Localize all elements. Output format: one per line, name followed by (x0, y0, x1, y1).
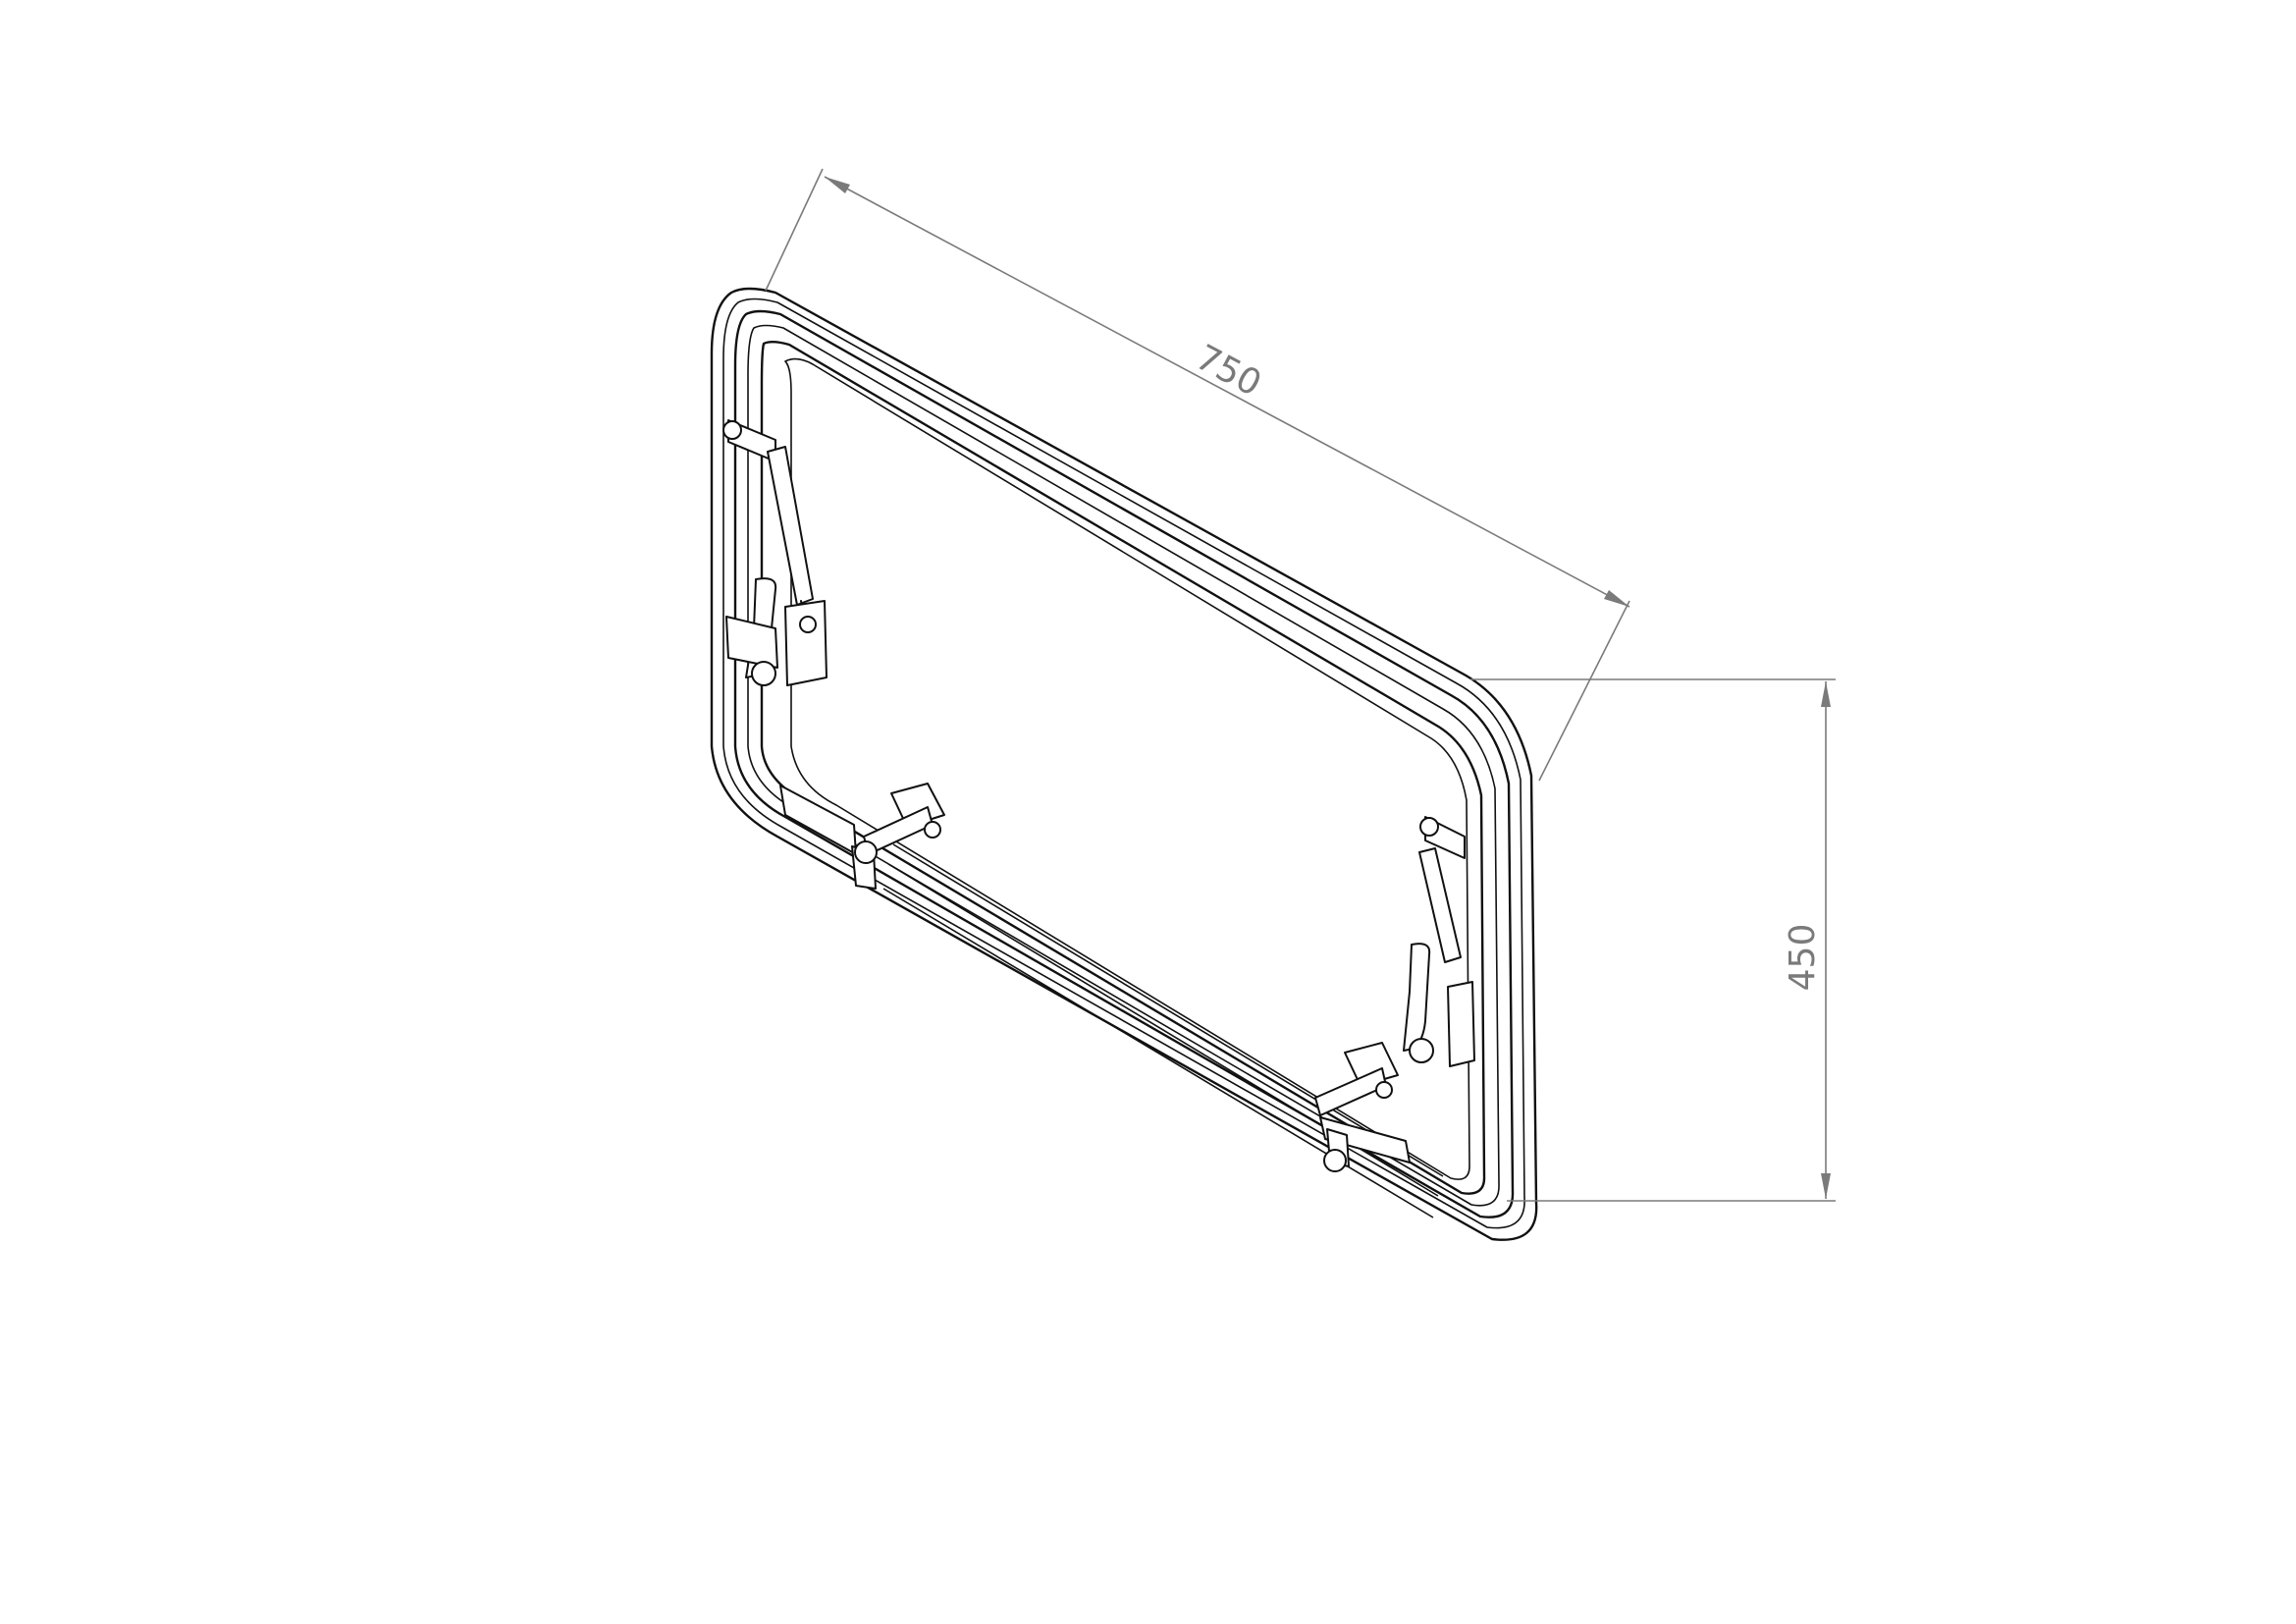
width-dimension-label: 750 (1189, 338, 1267, 405)
bottom-right-hinge-screw (1375, 1081, 1393, 1099)
height-dimension: 450 (1470, 678, 1836, 1202)
frame-outline-3 (733, 309, 1515, 1218)
height-arrow-top (1821, 681, 1831, 707)
glass-opening (784, 357, 1470, 1180)
width-extension-line-left (765, 168, 824, 292)
height-arrow-bottom (1821, 1173, 1831, 1199)
right-latch-plate (1447, 981, 1475, 1067)
frame-outline-4 (747, 324, 1500, 1207)
left-gas-strut (767, 446, 814, 606)
sill-rail (882, 843, 1444, 1218)
left-latch-screw (799, 616, 817, 633)
frame-outline-inner (760, 341, 1486, 1195)
bottom-right-hinge-knob (1323, 1149, 1347, 1172)
bottom-hinge-right (1314, 1042, 1411, 1172)
bottom-left-hinge-knob (854, 840, 878, 864)
width-dimension-line (824, 176, 1630, 608)
right-hinge-pin (1419, 817, 1439, 837)
bottom-right-hinge-pin (1314, 1067, 1387, 1116)
left-hinge-pin (722, 420, 742, 440)
frame-outline-outer (710, 287, 1538, 1241)
bottom-left-hinge-screw (924, 821, 941, 839)
right-latch-handle (1403, 943, 1431, 1052)
left-stay-arm (722, 419, 828, 686)
bottom-right-latch (1319, 1116, 1411, 1164)
right-stay-arm (1403, 816, 1475, 1067)
width-arrow-right (1604, 590, 1629, 607)
right-latch-knob (1409, 1038, 1434, 1063)
left-latch-base (725, 616, 778, 669)
height-dimension-label: 450 (1783, 924, 1823, 992)
bottom-hinge-left (779, 783, 945, 890)
frame-outline-2 (722, 298, 1525, 1229)
left-latch-knob (751, 661, 776, 686)
width-arrow-left (825, 177, 850, 193)
width-dimension: 750 (765, 168, 1630, 782)
right-gas-strut (1418, 847, 1462, 963)
width-extension-line-right (1538, 600, 1630, 782)
window-frame (710, 287, 1538, 1241)
left-latch-plate (784, 600, 828, 686)
